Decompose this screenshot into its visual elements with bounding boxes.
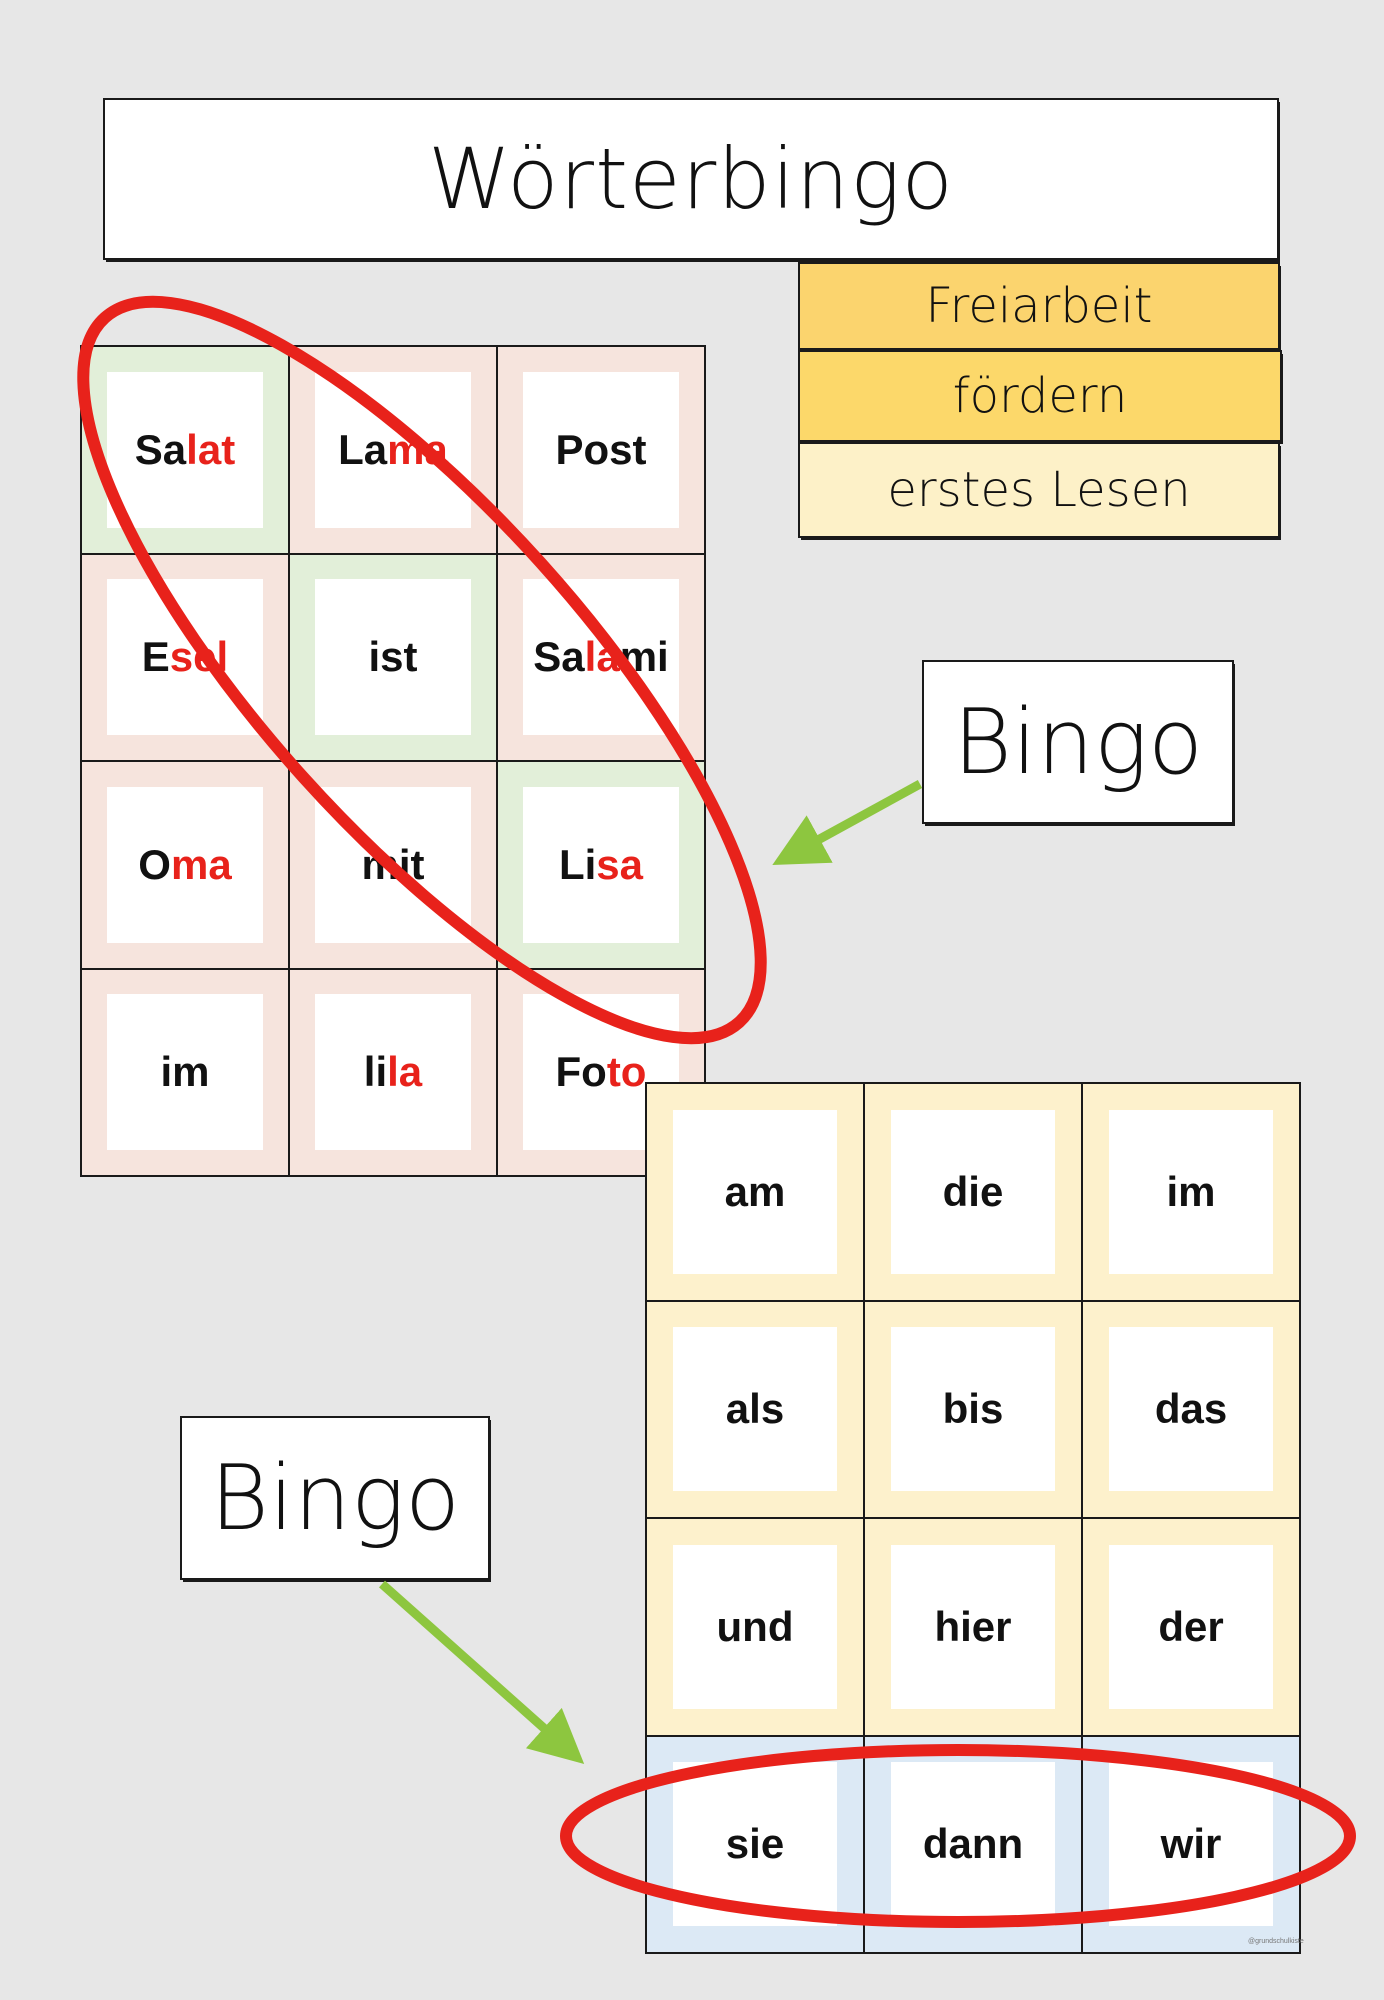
syllable: das <box>1154 1385 1228 1433</box>
bingo-label-top: Bingo <box>922 660 1234 824</box>
syllable: E <box>141 633 170 681</box>
bingo-cell: Post <box>498 347 704 553</box>
word-card: als <box>672 1327 838 1492</box>
arrow-top-icon <box>772 780 923 865</box>
syllable: und <box>716 1602 794 1650</box>
syllable: Post <box>555 425 647 473</box>
highlighted-syllable: la <box>584 633 620 681</box>
bingo-cell: als <box>647 1301 863 1517</box>
highlighted-syllable: to <box>606 1048 647 1096</box>
bingo-cell: die <box>865 1084 1081 1300</box>
syllable: dann <box>922 1820 1024 1868</box>
bingo-cell: wir <box>1083 1736 1299 1952</box>
syllable: als <box>725 1385 785 1433</box>
word-card: im <box>1108 1109 1274 1274</box>
tag-foerdern: fördern <box>798 350 1282 442</box>
page-title: Wörterbingo <box>103 98 1279 260</box>
tag-freiarbeit: Freiarbeit <box>798 262 1280 350</box>
word-card: das <box>1108 1327 1274 1492</box>
word-card: sie <box>672 1762 838 1927</box>
syllable: im <box>160 1048 210 1096</box>
bingo-cell: dann <box>865 1736 1081 1952</box>
bingo-cell: mit <box>290 762 496 968</box>
syllable: mi <box>619 633 669 681</box>
word-card: ist <box>314 579 472 736</box>
bingo-cell: sie <box>647 1736 863 1952</box>
highlighted-syllable: ma <box>170 840 232 888</box>
word-card: Post <box>522 371 680 528</box>
bingo-cell: hier <box>865 1519 1081 1735</box>
word-card: dann <box>890 1762 1056 1927</box>
arrow-bottom-icon <box>379 1580 585 1764</box>
bingo-cell: und <box>647 1519 863 1735</box>
syllable: Li <box>558 840 597 888</box>
syllable: die <box>942 1167 1004 1215</box>
syllable: wir <box>1160 1820 1222 1868</box>
highlighted-syllable: lat <box>186 425 236 473</box>
syllable: bis <box>942 1385 1004 1433</box>
syllable: La <box>338 425 388 473</box>
tag-erstes-lesen: erstes Lesen <box>798 442 1280 538</box>
bingo-cell: am <box>647 1084 863 1300</box>
syllable: im <box>1166 1167 1216 1215</box>
word-card: und <box>672 1544 838 1709</box>
highlighted-syllable: sa <box>596 840 644 888</box>
syllable: Sa <box>134 425 187 473</box>
word-card: die <box>890 1109 1056 1274</box>
bingo-label-bottom: Bingo <box>180 1416 490 1580</box>
word-card: bis <box>890 1327 1056 1492</box>
syllable: Sa <box>533 633 585 681</box>
syllable: ist <box>368 633 418 681</box>
bingo-board-words: am die im als bis das und hier der sie dann wir <box>645 1082 1301 1954</box>
highlighted-syllable: sel <box>169 633 229 681</box>
syllable: O <box>138 840 171 888</box>
highlighted-syllable: la <box>387 1048 423 1096</box>
word-card: hier <box>890 1544 1056 1709</box>
syllable: hier <box>934 1602 1012 1650</box>
bingo-cell: das <box>1083 1301 1299 1517</box>
word-card: mit <box>314 786 472 943</box>
syllable: mit <box>361 840 425 888</box>
bingo-cell: der <box>1083 1519 1299 1735</box>
syllable: Fo <box>555 1048 607 1096</box>
bingo-cell: bis <box>865 1301 1081 1517</box>
syllable: sie <box>725 1820 785 1868</box>
bingo-cell: im <box>1083 1084 1299 1300</box>
bingo-cell: im <box>82 969 288 1175</box>
syllable: der <box>1158 1602 1224 1650</box>
highlighted-syllable: ma <box>387 425 448 473</box>
credit-text-2: @grundschulkiste <box>1248 1938 1304 1945</box>
word-card: wir <box>1108 1762 1274 1927</box>
word-card: der <box>1108 1544 1274 1709</box>
word-card: im <box>106 994 264 1151</box>
syllable: am <box>724 1167 786 1215</box>
word-card: am <box>672 1109 838 1274</box>
bingo-cell: ist <box>290 554 496 760</box>
syllable: li <box>363 1048 388 1096</box>
